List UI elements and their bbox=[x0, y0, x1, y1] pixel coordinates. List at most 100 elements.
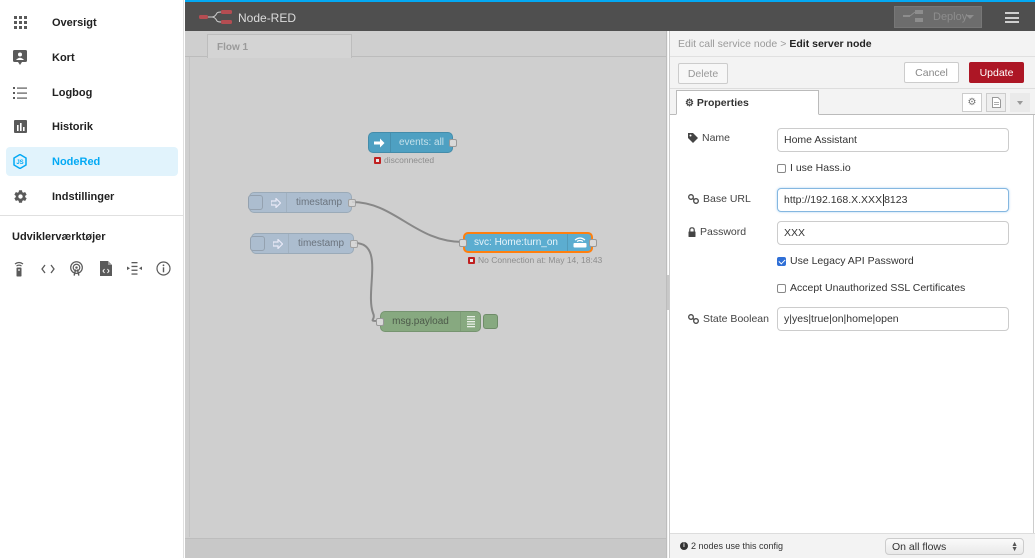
nodejs-icon: JS bbox=[12, 154, 28, 170]
output-port[interactable] bbox=[348, 199, 356, 207]
cog-icon: ⚙ bbox=[685, 98, 694, 109]
sidebar-item-historik[interactable]: Historik bbox=[6, 112, 178, 141]
status-disconnected-icon bbox=[374, 156, 381, 164]
checkbox-checked[interactable] bbox=[777, 256, 786, 266]
tab-label: Properties bbox=[696, 97, 749, 109]
legacy-api-password-checkbox[interactable]: Use Legacy API Password bbox=[777, 255, 914, 267]
menu-button[interactable] bbox=[1005, 12, 1019, 23]
state-boolean-label: State Boolean bbox=[688, 313, 769, 325]
password-label: Password bbox=[688, 226, 746, 238]
inject-arrow-icon bbox=[265, 193, 287, 212]
file-code-icon[interactable] bbox=[97, 260, 114, 277]
checkbox-label: Use Legacy API Password bbox=[790, 255, 914, 267]
deploy-label: Deploy bbox=[933, 11, 968, 23]
developer-tools-title: Udviklerværktøjer bbox=[12, 231, 106, 243]
node-settings-button[interactable]: ⚙ bbox=[962, 93, 982, 112]
info-text: 2 nodes use this config bbox=[691, 541, 784, 551]
node-timestamp-1[interactable]: timestamp bbox=[248, 192, 356, 213]
tray-border bbox=[1033, 115, 1034, 533]
breadcrumb-separator: > bbox=[780, 38, 787, 50]
checkbox-unchecked[interactable] bbox=[777, 283, 786, 293]
sidebar-item-kort[interactable]: Kort bbox=[6, 43, 178, 72]
input-port[interactable] bbox=[459, 239, 467, 247]
inject-arrow-icon bbox=[267, 234, 289, 253]
sidebar-item-label: Historik bbox=[52, 120, 93, 133]
accept-ssl-checkbox[interactable]: Accept Unauthorized SSL Certificates bbox=[777, 282, 965, 294]
sidebar-item-label: Oversigt bbox=[52, 16, 97, 29]
arrow-right-icon bbox=[369, 133, 391, 152]
password-input[interactable]: XXX bbox=[777, 221, 1009, 245]
svg-text:JS: JS bbox=[16, 160, 23, 166]
tray-footer: i 2 nodes use this config On all flows ▲… bbox=[670, 533, 1035, 558]
cancel-button[interactable]: Cancel bbox=[904, 62, 959, 83]
breadcrumb: Edit call service node>Edit server node bbox=[670, 31, 1035, 57]
inject-button[interactable] bbox=[248, 195, 263, 210]
delete-button[interactable]: Delete bbox=[678, 63, 728, 84]
properties-form: Name Home Assistant I use Hass.io Base U… bbox=[670, 115, 1035, 530]
more-tabs-button[interactable] bbox=[1010, 93, 1030, 112]
sidebar-item-label: Kort bbox=[52, 51, 75, 64]
label-text: Base URL bbox=[703, 193, 751, 205]
output-port[interactable] bbox=[449, 139, 457, 147]
config-usage-info: i 2 nodes use this config bbox=[680, 541, 783, 551]
breadcrumb-current: Edit server node bbox=[789, 38, 872, 50]
node-events-all[interactable]: events: all bbox=[368, 132, 457, 153]
checkbox-unchecked[interactable] bbox=[777, 163, 786, 173]
sidebar-item-label: Logbog bbox=[52, 86, 93, 99]
output-port[interactable] bbox=[589, 239, 597, 247]
remote-icon[interactable] bbox=[10, 260, 27, 277]
checkbox-label: I use Hass.io bbox=[790, 162, 851, 174]
sidebar-item-nodered[interactable]: JS NodeRed bbox=[6, 147, 178, 176]
input-text-after-caret: 8123 bbox=[884, 194, 908, 206]
chevron-down-icon[interactable] bbox=[966, 15, 974, 19]
developer-tools bbox=[10, 260, 172, 277]
chevron-down-icon bbox=[1017, 100, 1023, 105]
node-label: msg.payload bbox=[392, 316, 449, 327]
tab-flow-1[interactable]: Flow 1 bbox=[207, 34, 352, 58]
nodered-panel: Node-RED Deploy Flow 1 bbox=[185, 0, 1035, 558]
node-label: timestamp bbox=[295, 197, 343, 208]
node-service-turn-on[interactable]: svc: Home:turn_on bbox=[459, 232, 597, 253]
output-port[interactable] bbox=[350, 240, 358, 248]
deploy-button[interactable]: Deploy bbox=[894, 6, 982, 28]
node-label: svc: Home:turn_on bbox=[474, 237, 558, 248]
top-accent-line bbox=[185, 0, 1035, 2]
info-icon[interactable] bbox=[155, 260, 172, 277]
link-icon bbox=[688, 314, 699, 324]
checkbox-label: Accept Unauthorized SSL Certificates bbox=[790, 282, 966, 294]
tab-properties[interactable]: ⚙ Properties bbox=[676, 90, 819, 115]
flow-wires bbox=[351, 201, 464, 322]
deploy-icon bbox=[903, 9, 923, 25]
flow-workspace[interactable]: Flow 1 events: all disconnected bbox=[185, 31, 666, 558]
scope-select[interactable]: On all flows ▲▼ bbox=[885, 538, 1024, 555]
state-boolean-input[interactable]: y|yes|true|on|home|open bbox=[777, 307, 1009, 331]
format-text-icon[interactable] bbox=[126, 260, 143, 277]
node-debug-msg-payload[interactable]: msg.payload bbox=[376, 311, 498, 332]
code-icon[interactable] bbox=[39, 260, 56, 277]
nodered-logo-icon bbox=[199, 9, 233, 30]
sidebar-item-indstillinger[interactable]: Indstillinger bbox=[6, 182, 178, 211]
input-port[interactable] bbox=[376, 318, 384, 326]
cog-icon: ⚙ bbox=[967, 97, 977, 108]
label-text: Password bbox=[700, 226, 747, 238]
node-description-button[interactable] bbox=[986, 93, 1006, 112]
sidebar-item-oversigt[interactable]: Oversigt bbox=[6, 8, 178, 37]
workspace-footer bbox=[185, 538, 666, 558]
sidebar-divider bbox=[0, 215, 184, 216]
splitter-handle[interactable] bbox=[667, 275, 670, 310]
sidebar-item-logbog[interactable]: Logbog bbox=[6, 78, 178, 107]
node-label: events: all bbox=[398, 137, 445, 148]
hassio-checkbox[interactable]: I use Hass.io bbox=[777, 162, 851, 174]
podcast-icon[interactable] bbox=[68, 260, 85, 277]
breadcrumb-parent[interactable]: Edit call service node bbox=[678, 38, 778, 50]
inject-button[interactable] bbox=[250, 236, 265, 251]
node-timestamp-2[interactable]: timestamp bbox=[250, 233, 358, 254]
node-label: timestamp bbox=[297, 238, 345, 249]
node-status: No Connection at: May 14, 18:43 bbox=[468, 255, 602, 265]
update-button[interactable]: Update bbox=[969, 62, 1024, 83]
text-caret bbox=[882, 194, 884, 206]
debug-toggle-button[interactable] bbox=[483, 314, 498, 329]
name-input[interactable]: Home Assistant bbox=[777, 128, 1009, 152]
gear-icon bbox=[12, 189, 28, 205]
